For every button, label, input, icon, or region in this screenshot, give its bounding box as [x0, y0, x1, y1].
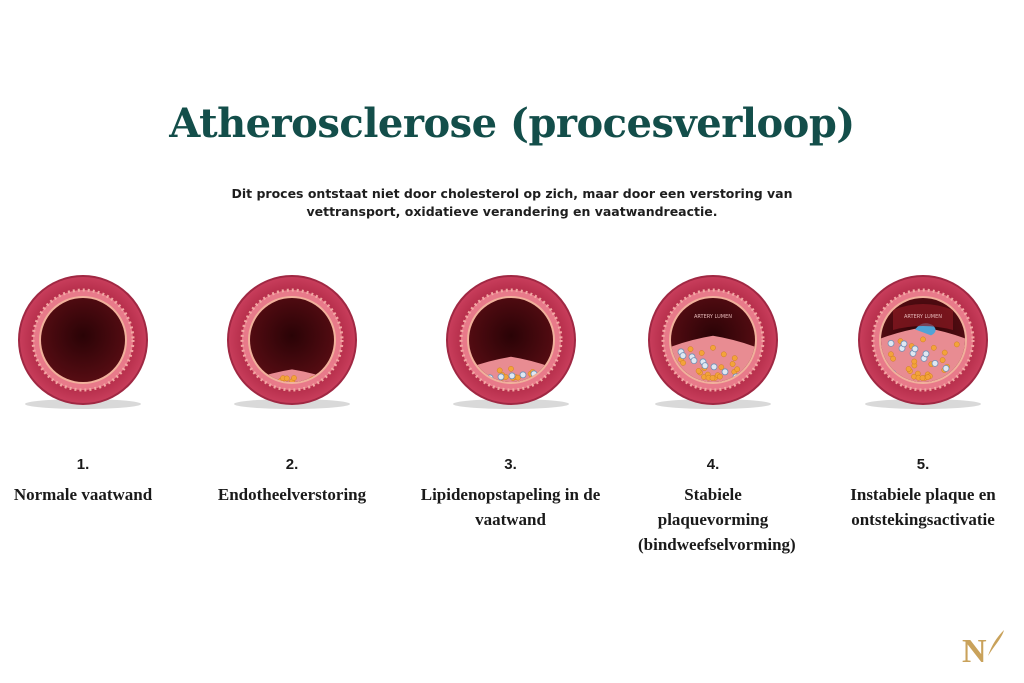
- immune-cell: [931, 360, 939, 367]
- step-label: Stabiele plaquevorming (bindweefselvormi…: [638, 485, 796, 554]
- page-title: Atherosclerose (procesverloop): [169, 100, 855, 147]
- lipid-droplet: [291, 375, 297, 381]
- logo-letter: N: [962, 633, 987, 670]
- step-label: Lipidenopstapeling in de vaatwand: [420, 485, 601, 529]
- intima-texture: [459, 288, 562, 392]
- lipid-droplet: [680, 360, 686, 366]
- intima-texture: [661, 288, 765, 392]
- lipid-droplet: [888, 351, 894, 357]
- lipid-droplet: [890, 355, 896, 362]
- artery-cross-section-2: [227, 275, 357, 409]
- lipid-droplet: [954, 341, 960, 348]
- intima-texture: [871, 288, 975, 392]
- outer-wall-edge: [227, 275, 357, 405]
- step-number: 4.: [706, 456, 720, 473]
- lipid-droplet: [718, 364, 725, 370]
- immune-cell: [497, 373, 504, 381]
- lipid-droplet: [920, 336, 926, 343]
- lipid-droplet: [710, 345, 716, 351]
- step-label: Normale vaatwand: [13, 485, 153, 504]
- lipid-droplet: [931, 345, 937, 351]
- lipid-droplet: [941, 349, 948, 356]
- lipid-droplet: [507, 366, 514, 372]
- lipid-droplet: [925, 374, 931, 380]
- page-subtitle: Dit proces ontstaat niet door cholestero…: [231, 186, 793, 219]
- immune-cell: [887, 340, 895, 347]
- lipid-droplet: [695, 368, 702, 374]
- lipid-droplet: [905, 366, 912, 372]
- lipid-droplet: [731, 355, 738, 361]
- stage-3: 3. Lipidenopstapeling in de vaatwand: [393, 270, 628, 570]
- step-number: 3.: [504, 456, 517, 473]
- immune-cell: [900, 340, 908, 348]
- lipid-droplet: [734, 366, 740, 372]
- artery-cross-section-5: ARTERY LUMEN: [858, 275, 988, 409]
- lipid-droplet: [687, 346, 694, 352]
- step-number: 1.: [76, 456, 90, 473]
- artery-cross-section-3: [445, 275, 576, 409]
- step-label: Endotheelverstoring: [217, 485, 367, 504]
- lipid-droplet: [514, 374, 521, 381]
- immune-cell: [942, 365, 950, 372]
- lumen: [468, 298, 553, 382]
- immune-cell: [508, 372, 515, 380]
- lipid-droplet: [729, 361, 736, 367]
- intima-texture: [31, 288, 135, 392]
- lipid-droplet: [284, 375, 290, 382]
- lumen: [250, 298, 334, 382]
- stage-5: ARTERY LUMEN 5. Instabiele plaque en ont…: [808, 270, 1024, 570]
- lumen-label: ARTERY LUMEN: [904, 314, 942, 320]
- immune-cell: [922, 350, 930, 358]
- immune-cell: [721, 368, 729, 376]
- stage-4: ARTERY LUMEN 4. Stabiele plaquevorming (…: [598, 270, 828, 570]
- step-label: Instabiele plaque en ontstekingsactivati…: [850, 485, 996, 529]
- immune-cell: [911, 345, 919, 353]
- outer-wall-edge: [445, 275, 576, 405]
- artery-cross-section-1: [18, 275, 148, 409]
- artery-cross-section-4: ARTERY LUMEN: [648, 275, 778, 409]
- outer-wall-edge: [648, 275, 778, 405]
- lipid-droplet: [709, 375, 716, 381]
- lumen-label: ARTERY LUMEN: [694, 314, 732, 320]
- lipid-droplet: [939, 357, 946, 363]
- brand-logo-icon: N: [962, 630, 1004, 670]
- outer-wall-edge: [858, 275, 988, 405]
- stage-1: 1. Normale vaatwand: [0, 270, 198, 570]
- thrombus: [893, 304, 953, 330]
- lipid-droplet: [721, 351, 727, 358]
- immune-cell: [679, 352, 687, 359]
- lumen: [41, 298, 125, 382]
- outer-wall-edge: [18, 275, 148, 405]
- lipid-droplet: [698, 350, 705, 356]
- immune-cell: [519, 371, 526, 379]
- lipid-droplet: [919, 375, 926, 381]
- immune-cell: [690, 357, 698, 364]
- stage-2: 2. Endotheelverstoring: [177, 270, 407, 570]
- immune-cell: [701, 362, 709, 369]
- step-number: 2.: [285, 456, 299, 473]
- lipid-droplet: [911, 358, 918, 365]
- lipid-droplet: [496, 367, 503, 374]
- immune-cell: [710, 363, 718, 371]
- intima-texture: [240, 288, 344, 392]
- lipid-droplet: [717, 373, 723, 380]
- step-number: 5.: [916, 456, 930, 473]
